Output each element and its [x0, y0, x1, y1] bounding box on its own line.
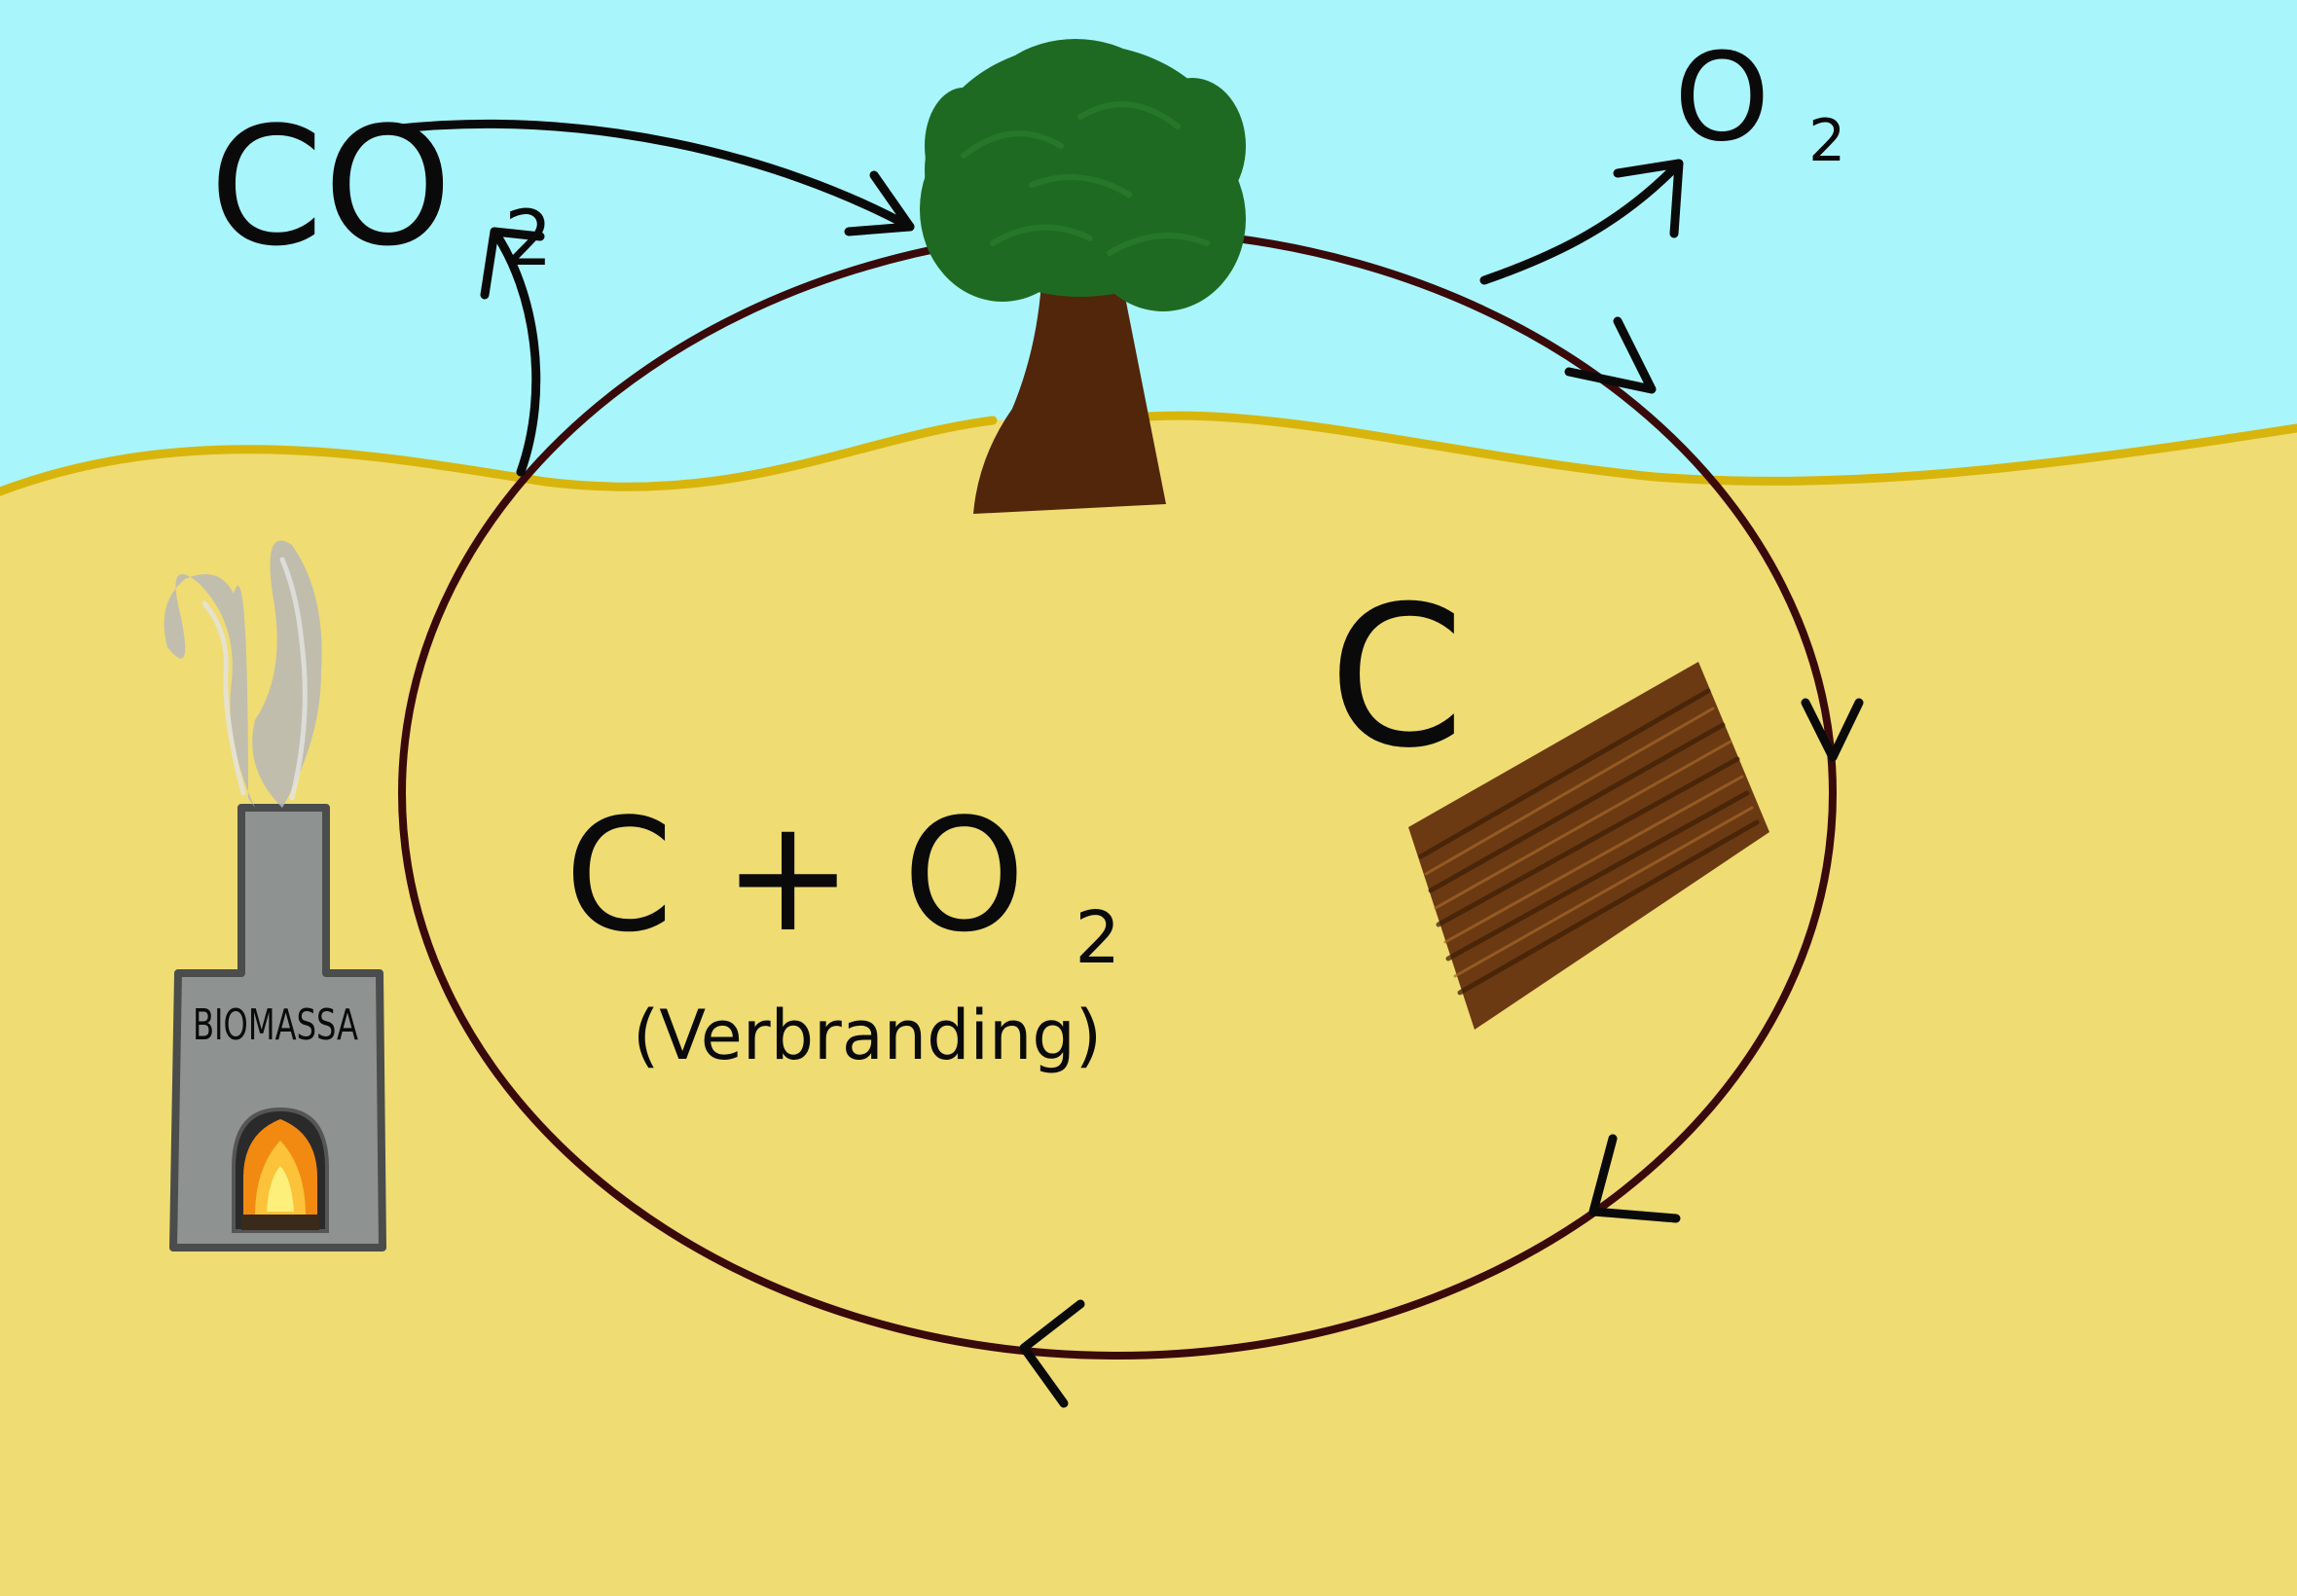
reaction-label: C + O 2: [565, 784, 1120, 980]
o2-label: O 2: [1674, 27, 1845, 175]
tree-to-o2-arrowhead: [1613, 159, 1684, 238]
tree-crown-texture: [961, 101, 1210, 256]
tree-to-o2-arrow: [1479, 159, 1684, 285]
fire-icon: [241, 1119, 319, 1230]
cycle-arrow-bottom: [1019, 1299, 1085, 1408]
combustion-to-co2-arrow: [490, 227, 541, 477]
reaction-label-subscript: 2: [1075, 896, 1120, 980]
cycle-arrow-upper-right: [1564, 316, 1657, 394]
reaction-note: (Verbranding): [633, 996, 1102, 1075]
tree-trunk: [973, 282, 1166, 514]
reaction-label-main: C + O: [565, 784, 1025, 966]
wood-pile-icon: [1408, 662, 1769, 1030]
carbon-label: C: [1329, 564, 1465, 791]
combustion-to-co2-arrowhead: [480, 227, 545, 300]
co2-label-main: CO: [209, 91, 453, 282]
co2-label-subscript: 2: [504, 196, 553, 283]
horizon-line: [0, 411, 2297, 496]
cycle-direction-arrows: [1019, 316, 1864, 1408]
o2-label-subscript: 2: [1808, 107, 1845, 175]
co2-label: CO 2: [209, 91, 553, 283]
co2-to-tree-arrowhead: [844, 170, 915, 236]
co2-to-tree-arrow: [386, 119, 915, 232]
cycle-arrow-right: [1801, 698, 1864, 762]
o2-label-main: O: [1674, 27, 1769, 168]
tree-icon: [920, 39, 1246, 514]
cycle-arrow-lower-right: [1588, 1134, 1681, 1223]
factory-sign: BIOMASSA: [193, 1000, 358, 1050]
smoke-highlights: [201, 557, 308, 801]
ground: [0, 416, 2297, 1596]
tree-crown: [920, 39, 1246, 311]
factory-body: [169, 804, 386, 1251]
